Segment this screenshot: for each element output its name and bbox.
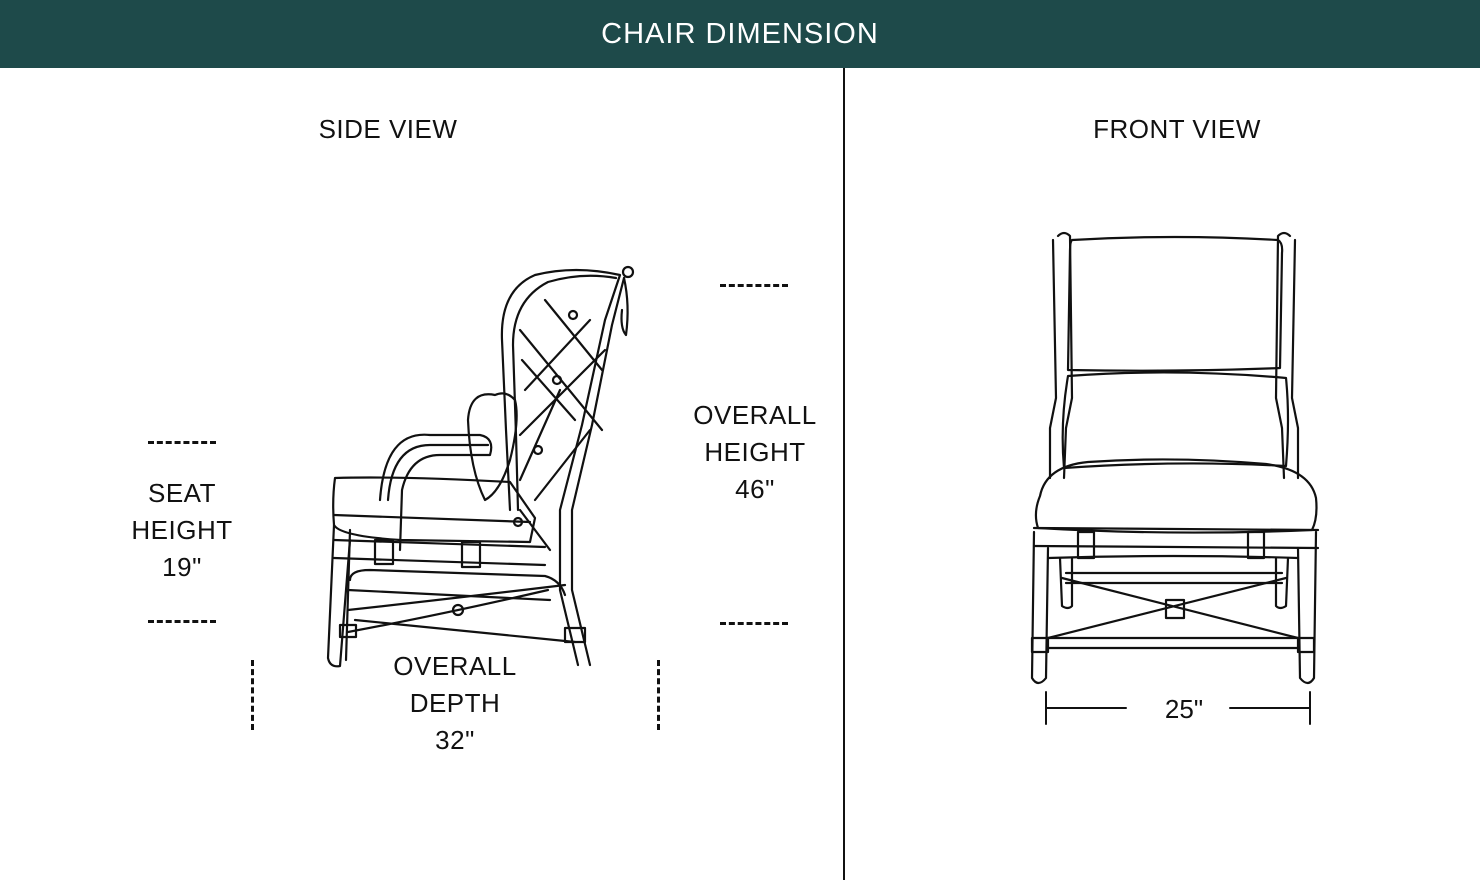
overall-height-label: OVERALL HEIGHT 46"	[680, 397, 830, 508]
seat-height-value: 19"	[162, 552, 202, 582]
overall-height-bottom-marker	[720, 622, 788, 625]
side-view-title: SIDE VIEW	[318, 114, 458, 144]
seat-height-bottom-marker	[148, 620, 216, 623]
overall-depth-line2: DEPTH	[409, 688, 501, 718]
seat-height-line1: SEAT	[148, 478, 216, 508]
page-title: CHAIR DIMENSION	[601, 17, 879, 50]
overall-depth-label: OVERALL DEPTH 32"	[375, 648, 535, 759]
side-view-chair-drawing	[320, 260, 640, 672]
overall-height-line1: OVERALL	[693, 400, 817, 430]
width-value: 25"	[1164, 694, 1204, 724]
overall-depth-value: 32"	[435, 725, 475, 755]
overall-depth-right-marker	[657, 660, 660, 730]
overall-height-value: 46"	[735, 474, 775, 504]
overall-height-top-marker	[720, 284, 788, 287]
width-dimension-line	[1040, 690, 1320, 730]
overall-depth-left-marker	[251, 660, 254, 730]
front-view-title: FRONT VIEW	[1093, 114, 1261, 144]
view-divider	[843, 68, 845, 880]
page-header: CHAIR DIMENSION	[0, 0, 1480, 68]
overall-height-line2: HEIGHT	[704, 437, 806, 467]
overall-depth-line1: OVERALL	[393, 651, 517, 681]
seat-height-line2: HEIGHT	[131, 515, 233, 545]
seat-height-top-marker	[148, 441, 216, 444]
seat-height-label: SEAT HEIGHT 19"	[112, 475, 252, 586]
front-view-chair-drawing	[1028, 228, 1320, 688]
